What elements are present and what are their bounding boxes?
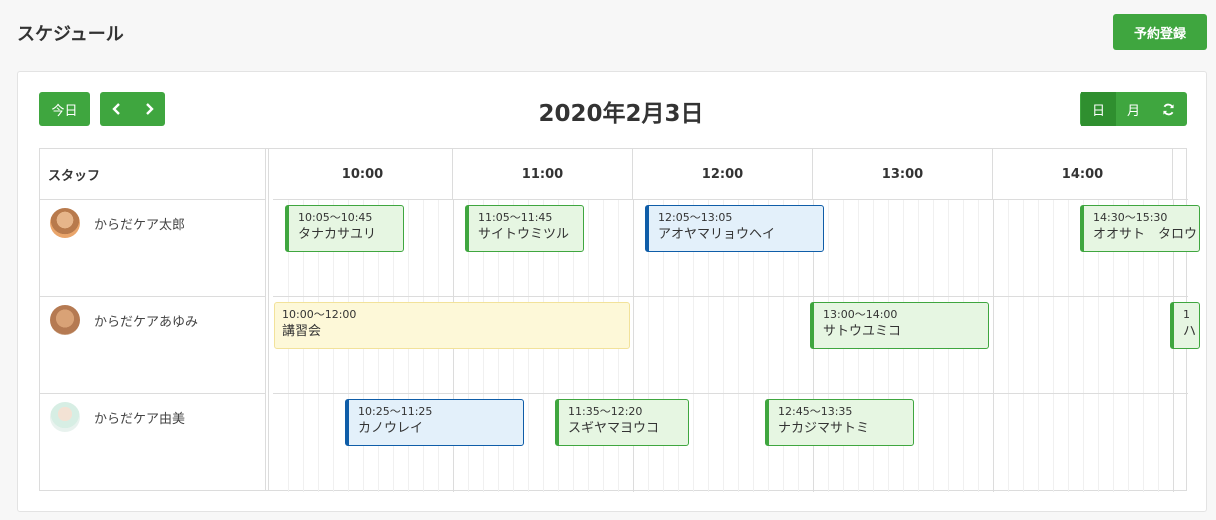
grid-line	[1098, 200, 1099, 492]
refresh-icon	[1163, 103, 1174, 115]
event-time: 11:35〜12:20	[568, 405, 643, 418]
prev-day-button[interactable]	[101, 92, 133, 126]
hour-label: 11:00	[453, 149, 633, 200]
timeline-body[interactable]: 10:05〜10:45 タナカサユリ 11:05〜11:45 サイトウミツル 1…	[273, 200, 1200, 492]
view-day-button[interactable]: 日	[1081, 92, 1116, 126]
grid-line	[738, 200, 739, 492]
event-name: タナカサユリ	[298, 227, 377, 242]
grid-line	[753, 200, 754, 492]
avatar	[50, 402, 80, 432]
hour-label: 12:00	[633, 149, 813, 200]
grid-line	[678, 200, 679, 492]
appointment-event[interactable]: 10:25〜11:25 カノウレイ	[345, 399, 524, 446]
grid-line	[1143, 200, 1144, 492]
event-name: ハ	[1183, 324, 1197, 339]
event-time: 10:25〜11:25	[358, 405, 433, 418]
row-divider	[273, 296, 1188, 297]
event-time: 14:30〜15:30	[1093, 211, 1168, 224]
reserve-button[interactable]: 予約登録	[1113, 14, 1207, 50]
row-divider	[273, 393, 1188, 394]
grid-line	[1038, 200, 1039, 492]
appointment-event[interactable]: 14:30〜15:30 オオサト タロウ	[1080, 205, 1200, 252]
event-name: サトウユミコ	[823, 324, 902, 339]
event-name: オオサト タロウ	[1093, 227, 1198, 242]
grid-line	[1053, 200, 1054, 492]
event-time: 10:05〜10:45	[298, 211, 373, 224]
staff-row: からだケア由美	[40, 394, 265, 491]
appointment-event[interactable]: 1 ハ	[1170, 302, 1200, 349]
grid-line	[1008, 200, 1009, 492]
grid-line	[1023, 200, 1024, 492]
hour-label: 14:00	[993, 149, 1173, 200]
staff-column: スタッフ からだケア太郎 からだケアあゆみ からだケア由美	[40, 149, 269, 490]
timeline-header: 10:00 11:00 12:00 13:00 14:00	[273, 149, 1188, 200]
grid-line	[1068, 200, 1069, 492]
grid-line	[663, 200, 664, 492]
schedule-grid: スタッフ からだケア太郎 からだケアあゆみ からだケア由美 10:00 11:0…	[39, 148, 1200, 492]
event-time: 1	[1183, 308, 1190, 321]
event-name: スギヤマヨウコ	[568, 421, 660, 436]
view-month-button[interactable]: 月	[1126, 103, 1140, 119]
event-time: 12:05〜13:05	[658, 211, 733, 224]
grid-line	[1128, 200, 1129, 492]
grid-line	[693, 200, 694, 492]
grid-line	[1113, 200, 1114, 492]
avatar	[50, 208, 80, 238]
grid-line	[1083, 200, 1084, 492]
grid-line	[768, 200, 769, 492]
event-time: 12:45〜13:35	[778, 405, 853, 418]
grid-line	[633, 200, 634, 492]
staff-name: からだケアあゆみ	[94, 315, 199, 330]
chevron-right-icon	[145, 103, 154, 115]
next-day-button[interactable]	[133, 92, 165, 126]
grid-line	[723, 200, 724, 492]
appointment-event[interactable]: 12:05〜13:05 アオヤマリョウヘイ	[645, 205, 824, 252]
schedule-panel: 今日 2020年2月3日 日 月 スタッフ からだケア太郎	[17, 71, 1207, 512]
date-nav-group	[100, 92, 165, 126]
refresh-button[interactable]	[1151, 92, 1186, 126]
grid-line	[993, 200, 994, 492]
event-name: アオヤマリョウヘイ	[658, 227, 776, 242]
page-title: スケジュール	[17, 24, 124, 45]
grid-line	[708, 200, 709, 492]
appointment-event[interactable]: 13:00〜14:00 サトウユミコ	[810, 302, 989, 349]
event-name: サイトウミツル	[478, 227, 570, 242]
appointment-event[interactable]: 11:35〜12:20 スギヤマヨウコ	[555, 399, 689, 446]
grid-line	[798, 200, 799, 492]
staff-name: からだケア太郎	[94, 218, 186, 233]
appointment-event[interactable]: 12:45〜13:35 ナカジマサトミ	[765, 399, 914, 446]
grid-line	[783, 200, 784, 492]
view-switch-group: 日 月	[1080, 92, 1187, 126]
appointment-event[interactable]: 11:05〜11:45 サイトウミツル	[465, 205, 584, 252]
grid-line	[648, 200, 649, 492]
staff-header: スタッフ	[40, 149, 265, 200]
event-name: ナカジマサトミ	[778, 421, 870, 436]
hour-label: 10:00	[273, 149, 453, 200]
current-date-title: 2020年2月3日	[538, 101, 704, 127]
hour-label: 13:00	[813, 149, 993, 200]
chevron-left-icon	[111, 103, 120, 115]
event-name: カノウレイ	[358, 421, 424, 436]
staff-row: からだケアあゆみ	[40, 297, 265, 394]
staff-name: からだケア由美	[94, 412, 186, 427]
staff-row: からだケア太郎	[40, 200, 265, 297]
today-button[interactable]: 今日	[39, 92, 90, 126]
event-time: 11:05〜11:45	[478, 211, 553, 224]
avatar	[50, 305, 80, 335]
seminar-event[interactable]: 10:00〜12:00 講習会	[274, 302, 630, 349]
event-time: 10:00〜12:00	[282, 308, 357, 321]
timeline-area: 10:00 11:00 12:00 13:00 14:00 10:05〜10:4…	[273, 149, 1200, 492]
grid-line	[1158, 200, 1159, 492]
event-name: 講習会	[282, 324, 322, 339]
appointment-event[interactable]: 10:05〜10:45 タナカサユリ	[285, 205, 404, 252]
event-time: 13:00〜14:00	[823, 308, 898, 321]
